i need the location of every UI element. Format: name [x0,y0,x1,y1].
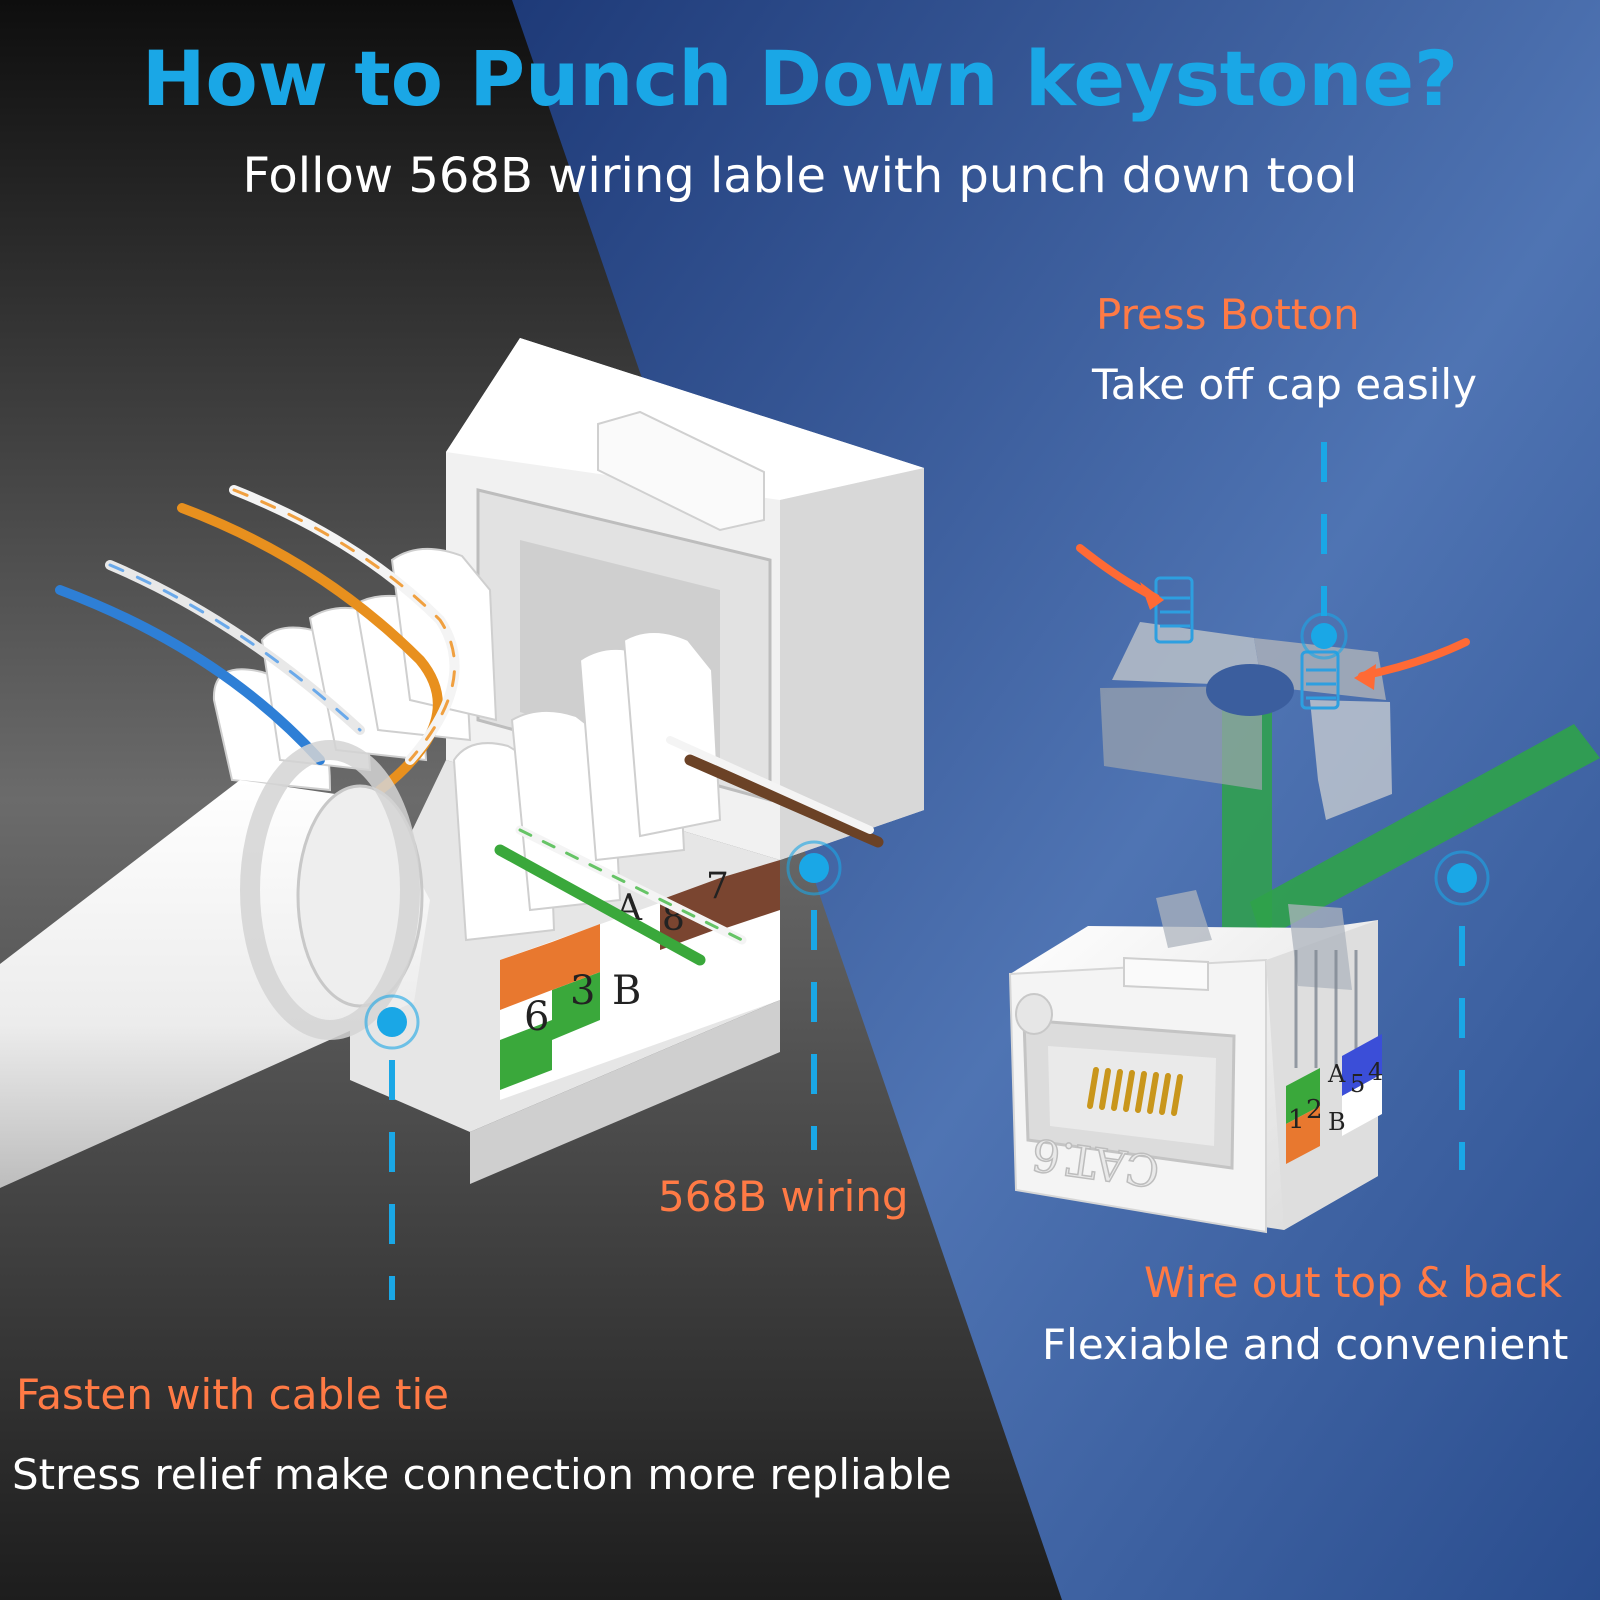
page-subtitle: Follow 568B wiring lable with punch down… [242,148,1358,204]
callout-wire-out-text: Flexiable and convenient [1042,1320,1569,1369]
callout-wire-out-heading: Wire out top & back [1144,1258,1563,1307]
pin-4-label: 4 [1368,1058,1383,1086]
pin-6-label: 6 [524,994,549,1040]
gold-contacts [1087,1067,1183,1116]
pin-5-label: 5 [1350,1070,1365,1098]
callout-fasten-text: Stress relief make connection more repli… [12,1450,952,1499]
transparent-cap [1100,576,1392,820]
right-keystone: CAT.6 1 2 A B 5 [1008,544,1600,1234]
marker-fasten [364,994,420,1050]
marker-wiring [786,840,842,896]
pin-1-label: 1 [1288,1105,1305,1135]
left-keystone: 6 3 B A 8 7 [0,338,924,1188]
letter-a-label-right: A [1327,1060,1346,1088]
cable-tie [240,740,420,1040]
page-title: How to Punch Down keystone? [141,34,1459,123]
marker-press [1300,612,1348,660]
pin-7-label: 7 [706,866,729,907]
pin-2-label: 2 [1306,1095,1323,1125]
right-label-strip: 1 2 A B 5 4 [1286,1034,1383,1164]
callout-wiring-heading: 568B wiring [658,1172,909,1221]
callout-fasten-heading: Fasten with cable tie [16,1370,449,1419]
letter-b-label-right: B [1328,1108,1346,1136]
left-label-strip: 6 3 B A 8 7 [500,860,780,1100]
callout-press-heading: Press Botton [1096,290,1360,339]
callout-press-text: Take off cap easily [1092,360,1477,409]
marker-wire-out [1434,850,1490,906]
letter-b-label: B [612,968,641,1014]
pin-3-label: 3 [570,968,595,1014]
